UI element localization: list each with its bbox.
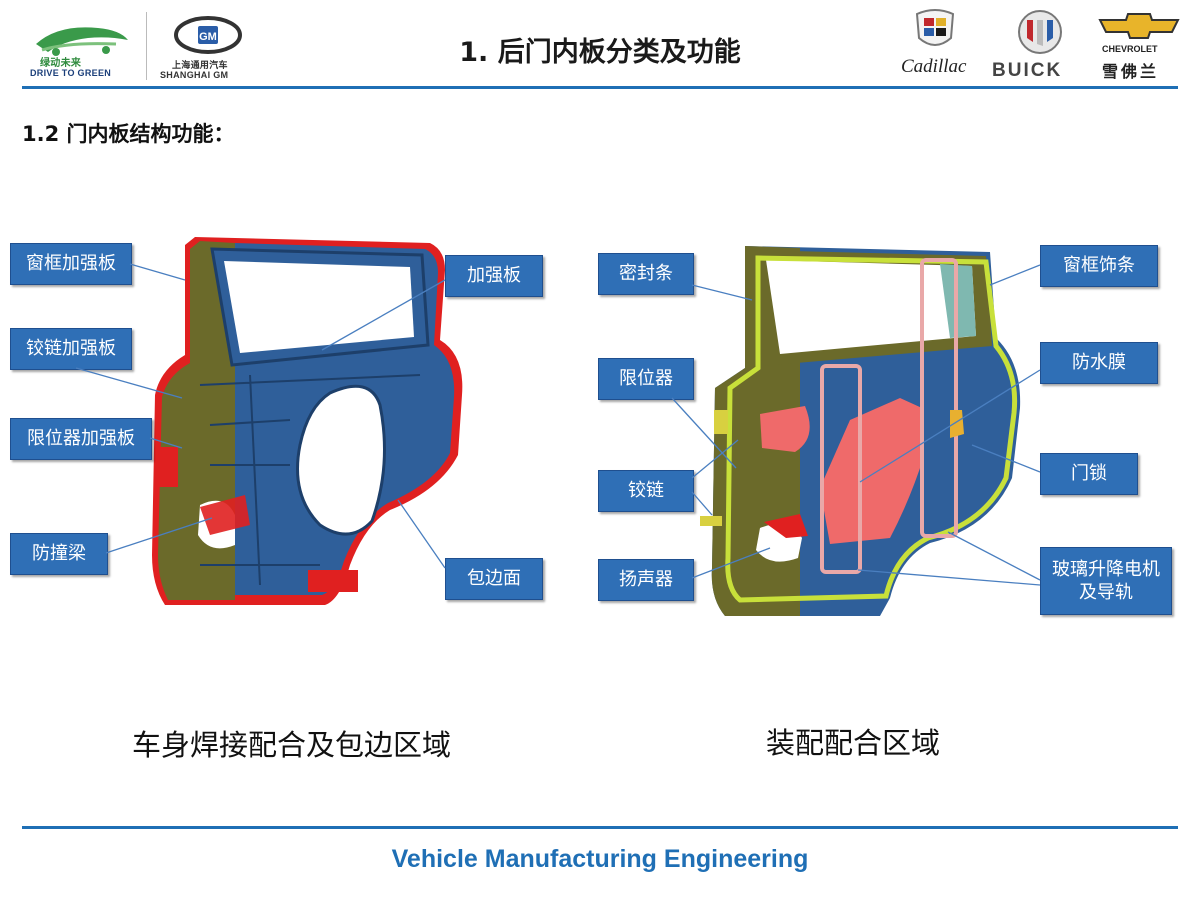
chevrolet-cn-wordmark: 雪佛兰 — [1102, 64, 1160, 81]
limiter-part — [714, 410, 728, 434]
right-diagram-caption: 装配配合区域 — [766, 726, 941, 760]
check-reinforcement-red — [156, 447, 178, 487]
drive-to-green-logo: 绿动未来 DRIVE TO GREEN — [28, 14, 133, 80]
right-door-assembly-diagram — [700, 246, 1021, 616]
buick-wordmark: BUICK — [992, 60, 1063, 81]
callout-window-frame-reinforcement: 窗框加强板 — [10, 243, 132, 285]
svg-text:GM: GM — [199, 31, 217, 43]
cadillac-wordmark: Cadillac — [901, 56, 967, 77]
window-opening — [224, 261, 414, 353]
sgm-emblem-icon: GM — [174, 16, 242, 54]
chevrolet-wordmark: CHEVROLET — [1102, 44, 1158, 54]
lower-reinforcement — [308, 570, 358, 592]
chevrolet-bowtie-icon — [1098, 13, 1180, 39]
callout-window-trim: 窗框饰条 — [1040, 245, 1158, 287]
callout-window-regulator: 玻璃升降电机及导轨 — [1040, 547, 1172, 615]
buick-logo: BUICK — [990, 8, 1090, 82]
shanghai-gm-logo: GM 上海通用汽车 SHANGHAI GM — [158, 14, 258, 80]
left-door-inner-panel-diagram — [152, 237, 463, 605]
callout-hem-surface: 包边面 — [445, 558, 543, 600]
intrusion-beam-end — [200, 495, 250, 535]
callout-door-lock: 门锁 — [1040, 453, 1138, 495]
logo-en-text: DRIVE TO GREEN — [30, 68, 112, 78]
buick-shield-icon — [1018, 10, 1062, 54]
page-title: 1. 后门内板分类及功能 — [459, 37, 741, 68]
footer-text: Vehicle Manufacturing Engineering — [391, 845, 809, 873]
door-lock-part — [950, 410, 964, 438]
footer-rule — [22, 826, 1178, 829]
chevrolet-logo: CHEVROLET 雪佛兰 — [1098, 12, 1180, 82]
service-opening — [296, 384, 386, 536]
sgm-cn-text: 上海通用汽车 — [172, 60, 228, 70]
cadillac-logo: Cadillac — [895, 8, 975, 82]
sgm-en-text: SHANGHAI GM — [160, 70, 229, 80]
left-diagram-caption: 车身焊接配合及包边区域 — [132, 728, 452, 762]
green-car-icon — [36, 27, 128, 56]
panel-detail-lines — [199, 374, 421, 586]
callout-door-limiter: 限位器 — [598, 358, 694, 400]
callout-waterproof-membrane: 防水膜 — [1040, 342, 1158, 384]
callout-intrusion-beam: 防撞梁 — [10, 533, 108, 575]
callout-hinge-reinforcement: 铰链加强板 — [10, 328, 132, 370]
callout-reinforcement-plate: 加强板 — [445, 255, 543, 297]
waterproof-membrane-front — [760, 406, 810, 452]
speaker-bracket — [764, 514, 808, 538]
section-title: 1.2 门内板结构功能： — [22, 122, 235, 146]
logo-divider — [146, 12, 147, 80]
callout-speaker: 扬声器 — [598, 559, 694, 601]
header-rule — [22, 86, 1178, 89]
callout-check-reinforcement: 限位器加强板 — [10, 418, 152, 460]
callout-weatherstrip: 密封条 — [598, 253, 694, 295]
callout-hinge: 铰链 — [598, 470, 694, 512]
cadillac-crest-icon — [915, 9, 955, 46]
logo-cn-text: 绿动未来 — [40, 58, 82, 69]
hinge-part — [700, 516, 722, 526]
